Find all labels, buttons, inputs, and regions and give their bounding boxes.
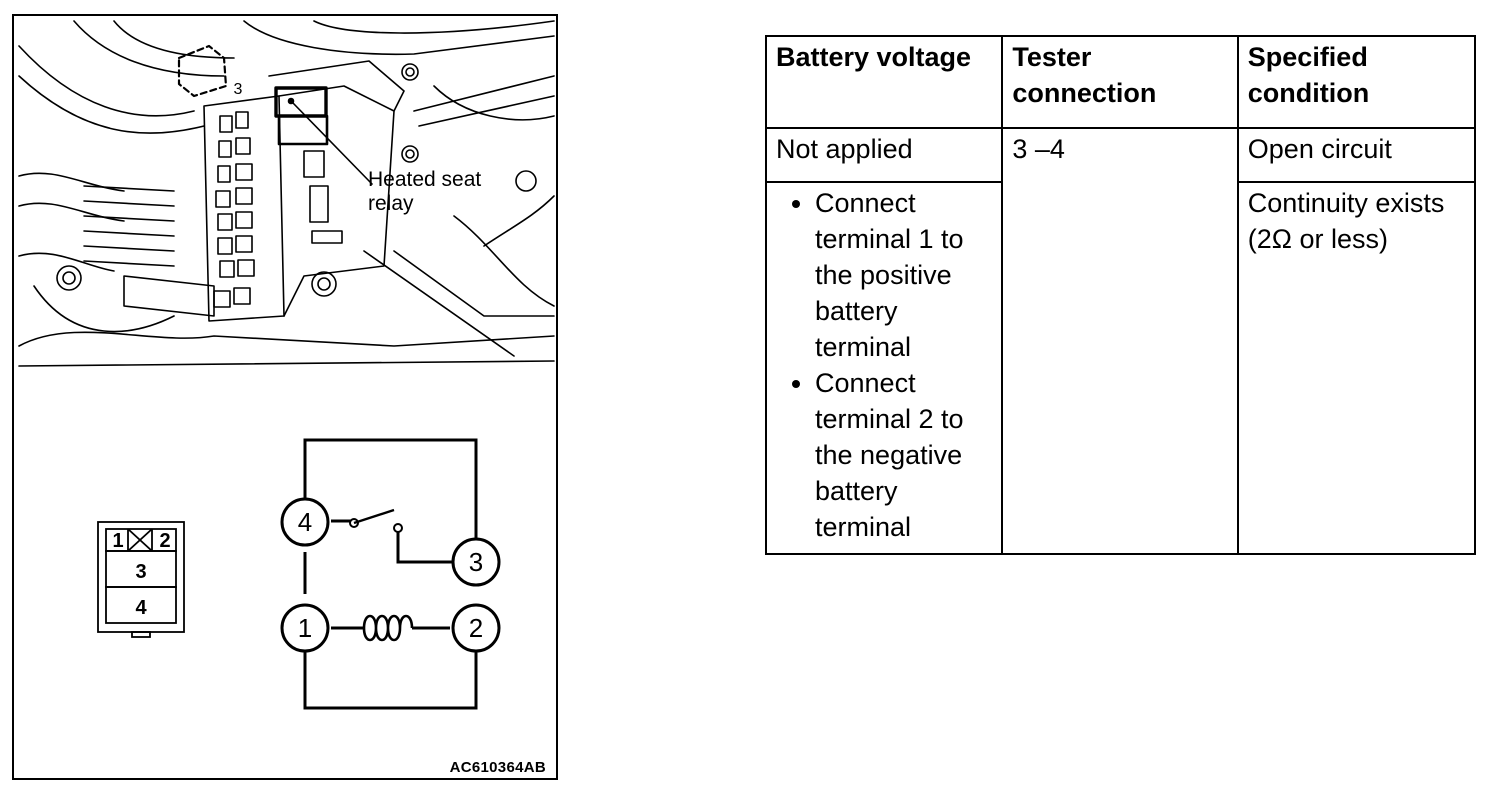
callout-line-1: Heated seat <box>368 168 482 191</box>
table-row: Not applied 3 –4 Open circuit <box>764 127 1477 555</box>
relay-check-table: Battery voltage Tester connection Specif… <box>764 35 1477 555</box>
connector-pin-3: 3 <box>135 561 146 583</box>
steps-list: Connect terminal 1 to the positive batte… <box>776 185 993 545</box>
table-row: Connect terminal 1 to the positive batte… <box>764 181 1477 555</box>
cell-specified-condition: Continuity exists (2Ω or less) <box>1236 181 1477 555</box>
connector-face <box>97 521 185 638</box>
list-item: Connect terminal 1 to the positive batte… <box>815 185 993 365</box>
header-tester-connection: Tester connection <box>1001 35 1239 129</box>
figure-id: AC610364AB <box>449 759 546 776</box>
cell-battery-voltage-steps: Connect terminal 1 to the positive batte… <box>764 181 1004 555</box>
terminal-3-label: 3 <box>469 547 483 577</box>
connector-pin-2: 2 <box>159 530 170 552</box>
terminal-1-label: 1 <box>298 613 312 643</box>
relay-illustration: 1 2 3 4 3 4 3 1 2 <box>18 20 555 710</box>
heated-seat-relay-callout: Heated seat relay <box>368 168 481 216</box>
relay-figure: 1 2 3 4 3 4 3 1 2 <box>12 14 558 780</box>
terminal-2-label: 2 <box>469 613 483 643</box>
connector-pin-4: 4 <box>135 597 147 619</box>
relay-schematic <box>280 438 501 710</box>
terminal-4-label: 4 <box>298 507 312 537</box>
page-mark: 3 <box>234 81 243 98</box>
connector-pin-1: 1 <box>112 530 123 552</box>
header-specified-condition: Specified condition <box>1236 35 1477 129</box>
header-battery-voltage: Battery voltage <box>764 35 1004 129</box>
cell-tester-connection: 3 –4 <box>1001 127 1239 555</box>
callout-line-2: relay <box>368 192 414 215</box>
cell-specified-condition: Open circuit <box>1236 127 1477 183</box>
list-item: Connect terminal 2 to the negative batte… <box>815 365 993 545</box>
table-header-row: Battery voltage Tester connection Specif… <box>764 35 1477 129</box>
cell-battery-voltage: Not applied <box>764 127 1004 183</box>
